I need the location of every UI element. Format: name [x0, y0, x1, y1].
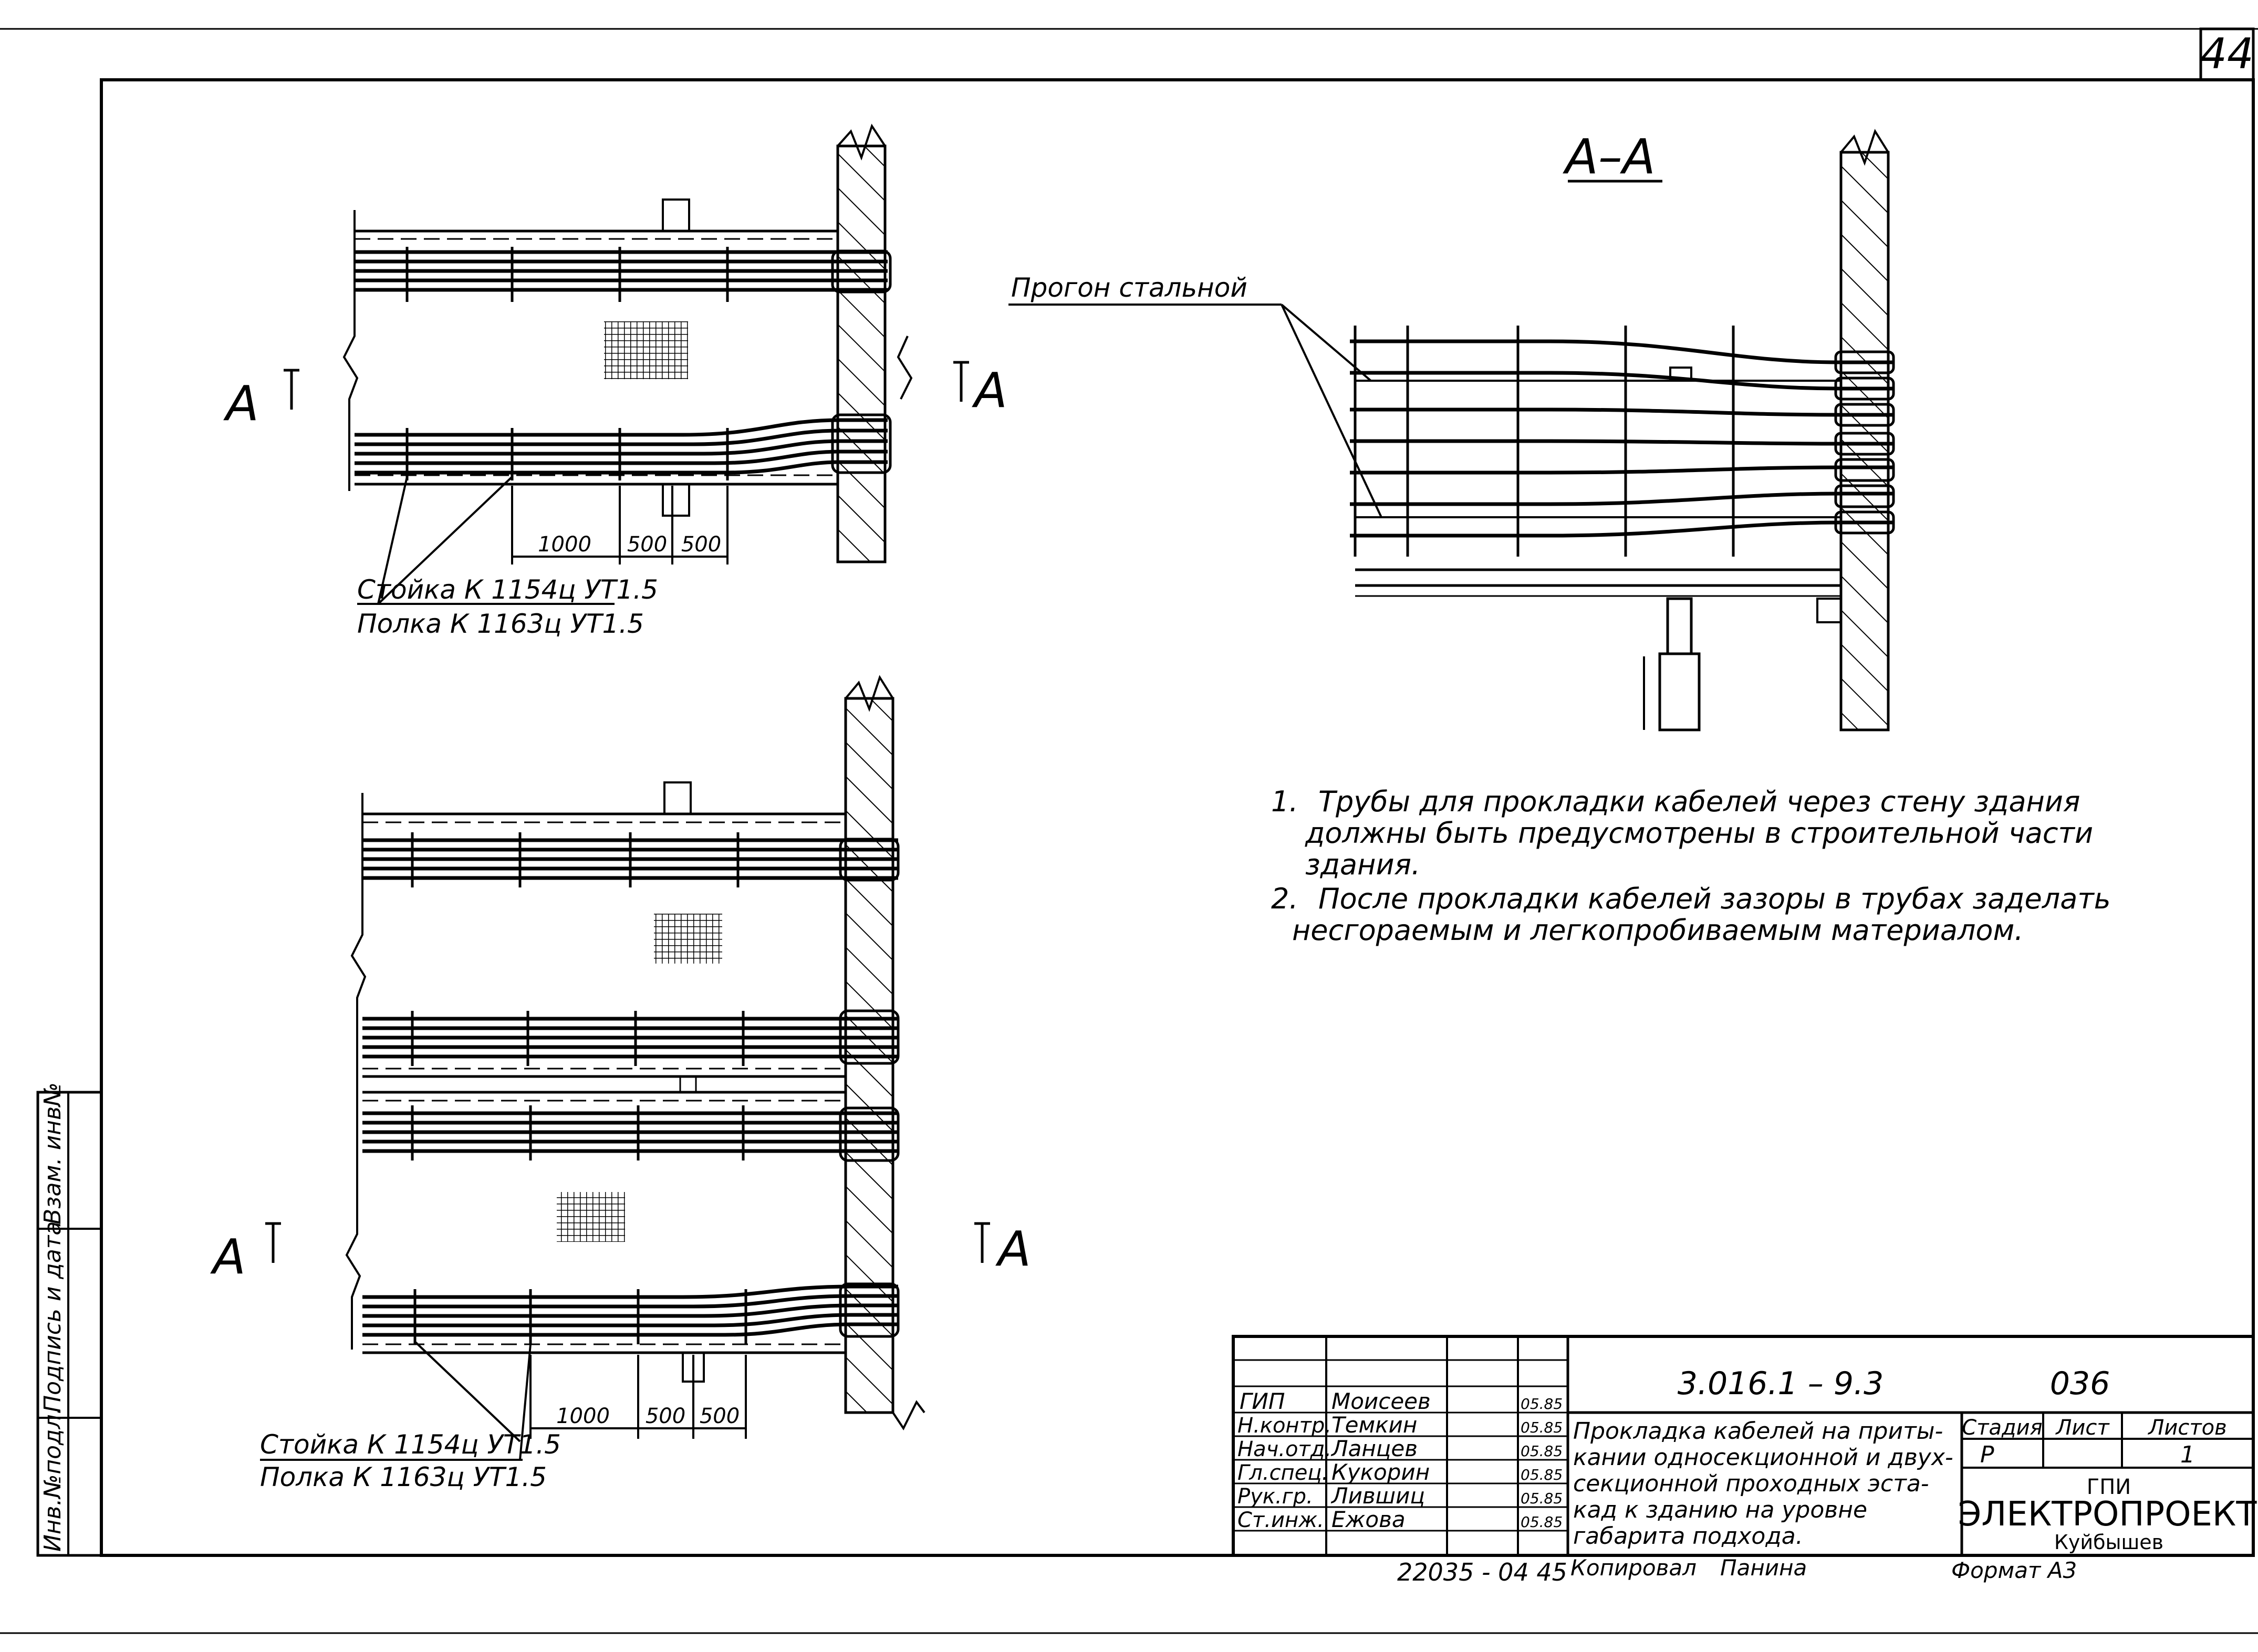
copied-by-label: Копировал: [1570, 1555, 1697, 1581]
tb-role-1: Н.контр.: [1237, 1414, 1331, 1438]
bottom-dim-1000: 1000: [556, 1404, 610, 1428]
tb-date-2: 05.85: [1521, 1442, 1563, 1460]
note-2-line-2: несгораемым и легкопробиваемым материало…: [1292, 914, 2023, 947]
note-1-line-1: Трубы для прокладки кабелей через стену …: [1318, 785, 2080, 818]
stamp-sign-label: Подпись и дата: [39, 1221, 66, 1413]
tb-org-line2: ЭЛЕКТРОПРОЕКТ: [1958, 1495, 2257, 1534]
stamp-inv-label: Инв.№подл.: [39, 1407, 66, 1552]
tb-name-5: Ежова: [1331, 1507, 1406, 1532]
top-section-right-label: А: [972, 362, 1007, 419]
tb-description-3: секционной проходных эста-: [1573, 1470, 1929, 1497]
copier-name: Панина: [1720, 1555, 1807, 1581]
tb-role-2: Нач.отд.: [1237, 1437, 1331, 1461]
doc-code: 3.016.1 – 9.3: [1678, 1365, 1884, 1402]
bottom-callout-shelf: Полка К 1163ц УТ1.5: [260, 1462, 547, 1492]
bottom-callout-stand: Стойка К 1154ц УТ1.5: [260, 1429, 561, 1460]
section-callout-purlin: Прогон стальной: [1011, 273, 1247, 303]
tb-role-4: Рук.гр.: [1237, 1484, 1313, 1509]
tb-org-city: Куйбышев: [2054, 1531, 2163, 1554]
format-label: Формат А3: [1951, 1557, 2077, 1583]
inv-number: 22035 - 04 45: [1397, 1558, 1567, 1586]
bottom-dim-500-a: 500: [646, 1404, 685, 1428]
tb-name-4: Лившиц: [1330, 1483, 1425, 1509]
section-view-aa: [1008, 129, 1895, 731]
note-2-number: 2.: [1271, 882, 1298, 915]
top-section-left-label: А: [223, 375, 259, 432]
note-1-line-2: должны быть предусмотрены в строительной…: [1305, 817, 2093, 850]
top-dim-500-a: 500: [627, 532, 667, 557]
tb-date-0: 05.85: [1521, 1395, 1563, 1413]
page-number: 44: [2200, 29, 2254, 78]
tb-sheets-value: 1: [2180, 1441, 2195, 1468]
notes-block: 1. Трубы для прокладки кабелей через сте…: [1271, 785, 2111, 947]
section-title: А–А: [1563, 129, 1656, 185]
note-1-number: 1.: [1271, 785, 1298, 818]
tb-sheet-header: Лист: [2055, 1416, 2110, 1440]
tb-role-0: ГИП: [1240, 1388, 1285, 1414]
title-block: [1232, 1335, 2255, 1557]
top-plan-view: [284, 123, 969, 605]
top-callout-shelf: Полка К 1163ц УТ1.5: [357, 609, 644, 639]
tb-role-5: Ст.инж.: [1237, 1508, 1324, 1532]
stamp-replace-label: Взам. инв№: [39, 1082, 66, 1225]
top-dim-1000: 1000: [538, 532, 591, 557]
tb-name-2: Ланцев: [1330, 1436, 1418, 1461]
note-1-line-3: здания.: [1305, 848, 1420, 881]
top-mesh: [604, 321, 688, 379]
tb-org-line1: ГПИ: [2087, 1475, 2131, 1499]
top-callout-stand: Стойка К 1154ц УТ1.5: [357, 574, 658, 605]
tb-date-1: 05.85: [1521, 1419, 1563, 1436]
tb-date-3: 05.85: [1521, 1466, 1563, 1483]
top-wall: [836, 144, 887, 563]
margin-stamp: [36, 1091, 103, 1557]
tb-name-3: Кукорин: [1331, 1459, 1430, 1485]
bottom-section-left-label: А: [210, 1229, 246, 1285]
tb-stage-header: Стадия: [1962, 1416, 2042, 1440]
tb-description-5: габарита подхода.: [1573, 1523, 1803, 1550]
tb-date-4: 05.85: [1521, 1490, 1563, 1507]
tb-description-2: кании односекционной и двух-: [1573, 1444, 1953, 1471]
sheet-frame: [0, 27, 2258, 1634]
bottom-dim-500-b: 500: [700, 1404, 740, 1428]
tb-name-0: Моисеев: [1331, 1388, 1431, 1414]
tb-description-4: кад к зданию на уровне: [1573, 1497, 1867, 1523]
tb-date-5: 05.85: [1521, 1513, 1563, 1531]
tb-stage-value: Р: [1980, 1441, 1994, 1468]
bottom-section-right-label: А: [995, 1221, 1031, 1277]
note-2-line-1: После прокладки кабелей зазоры в трубах …: [1318, 882, 2111, 915]
bottom-mesh-1: [654, 914, 722, 964]
sheet-code: 036: [2050, 1365, 2110, 1402]
tb-name-1: Темкин: [1331, 1412, 1417, 1438]
tb-description-1: Прокладка кабелей на приты-: [1573, 1418, 1943, 1445]
bottom-plan-view: [260, 675, 990, 1461]
bottom-mesh-2: [557, 1192, 625, 1242]
top-dim-500-b: 500: [681, 532, 721, 557]
section-wall: [1839, 151, 1890, 731]
tb-role-3: Гл.спец.: [1237, 1461, 1328, 1485]
tb-sheets-header: Листов: [2147, 1416, 2226, 1440]
